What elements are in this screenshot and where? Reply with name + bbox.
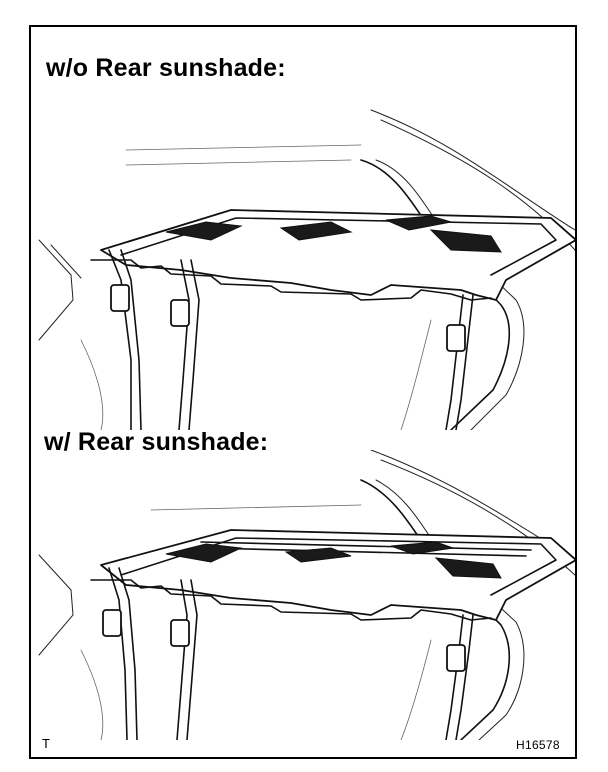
- seat-belt-center: [178, 259, 190, 430]
- seat-belt-left: [108, 249, 132, 430]
- seat-belt-right-edge: [455, 614, 474, 740]
- belt-guide-left: [110, 284, 130, 312]
- center-opening: [284, 547, 352, 563]
- left-side-trim: [38, 554, 74, 656]
- seat-belt-left: [108, 567, 128, 740]
- caption-without-rear-sunshade: w/o Rear sunshade:: [46, 54, 286, 82]
- rear-right-opening: [434, 557, 502, 579]
- seatback-sketch: [80, 649, 104, 740]
- seat-belt-center: [176, 579, 188, 740]
- illustration-frame: [29, 25, 577, 759]
- belt-guide-center: [170, 619, 190, 647]
- speaker-opening-left: [165, 221, 243, 241]
- left-side-trim-inner: [50, 244, 82, 279]
- c-pillar-right-inner: [375, 159, 525, 430]
- speaker-opening-right: [390, 541, 454, 555]
- seatback-sketch: [80, 339, 104, 430]
- left-side-trim: [38, 239, 74, 341]
- sunshade-housing: [200, 541, 532, 551]
- seat-belt-right: [445, 294, 464, 430]
- belt-guide-left: [102, 609, 122, 637]
- belt-guide-right: [446, 644, 466, 672]
- window-sketch-line: [125, 144, 362, 151]
- roof-line: [370, 109, 575, 231]
- seat-belt-center-edge: [186, 579, 198, 740]
- speaker-opening-left: [165, 543, 243, 563]
- seat-belt-left-edge: [118, 567, 138, 740]
- speaker-opening-right: [385, 215, 452, 231]
- seat-belt-right-edge: [455, 294, 474, 430]
- seatback-sketch: [400, 639, 432, 740]
- center-opening: [279, 221, 353, 241]
- belt-guide-right: [446, 324, 466, 352]
- illustration-reference-code: H16578: [516, 738, 560, 752]
- seat-belt-right: [445, 614, 464, 740]
- seatback-sketch: [400, 319, 432, 430]
- caption-with-rear-sunshade: w/ Rear sunshade:: [44, 428, 269, 456]
- corner-mark: T: [42, 736, 50, 751]
- window-sketch-line: [150, 504, 362, 511]
- window-sketch-line: [125, 159, 352, 166]
- tray-front-notched-edge: [90, 579, 492, 621]
- seat-belt-center-edge: [188, 259, 200, 430]
- belt-guide-center: [170, 299, 190, 327]
- rear-right-opening: [429, 229, 502, 253]
- seat-belt-left-edge: [120, 249, 142, 430]
- tray-front-notched-edge: [90, 259, 492, 301]
- c-pillar-right-inner: [375, 479, 525, 740]
- sunshade-housing-edge: [205, 547, 527, 557]
- package-tray-illustration-without-sunshade: [31, 100, 575, 430]
- package-tray-illustration-with-sunshade: [31, 450, 575, 740]
